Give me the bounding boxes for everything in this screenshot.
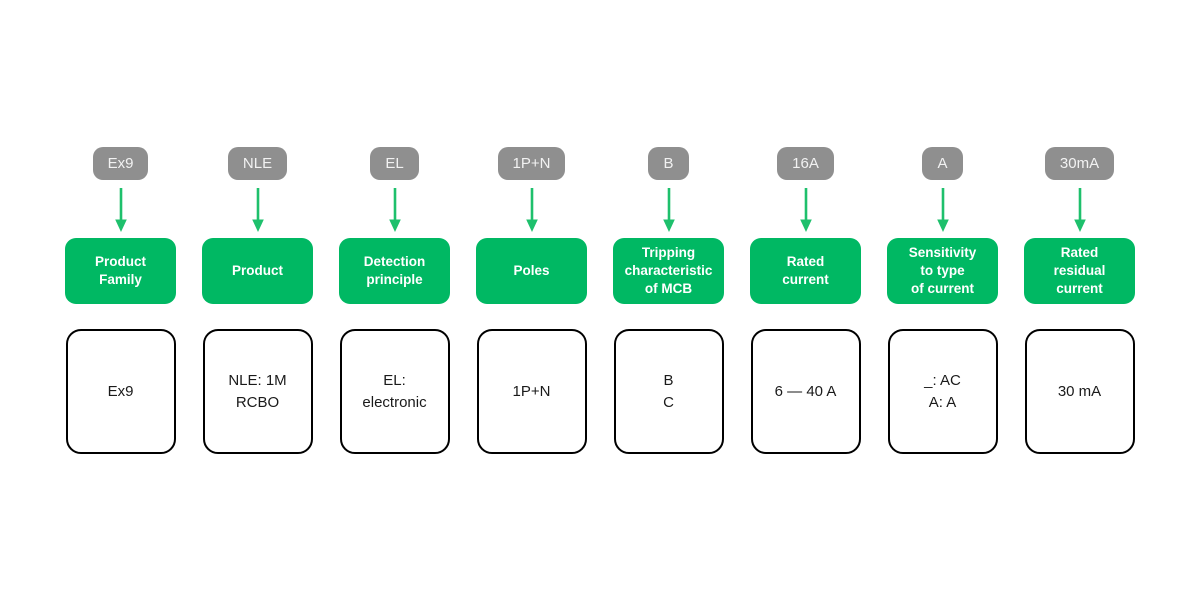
segment-values: 6 — 40 A bbox=[750, 329, 861, 454]
code-column-sensitivity: A Sensitivity to type of current _: AC A… bbox=[887, 147, 998, 600]
segment-label: Detection principle bbox=[339, 238, 450, 304]
code-column-detection-principle: EL Detection principle EL: electronic bbox=[339, 147, 450, 600]
code-column-poles: 1P+N Poles 1P+N bbox=[476, 147, 587, 600]
code-badge: EL bbox=[370, 147, 419, 180]
arrow-down-icon bbox=[113, 180, 129, 238]
code-column-rated-current: 16A Rated current 6 — 40 A bbox=[750, 147, 861, 600]
segment-label: Tripping characteristic of MCB bbox=[613, 238, 724, 304]
code-badge: 30mA bbox=[1044, 147, 1115, 180]
segment-values: _: AC A: A bbox=[887, 329, 998, 454]
code-badge: NLE bbox=[227, 147, 288, 180]
code-badge: A bbox=[922, 147, 963, 180]
code-column-product: NLE Product NLE: 1M RCBO bbox=[202, 147, 313, 600]
segment-label: Sensitivity to type of current bbox=[887, 238, 998, 304]
segment-values: 30 mA bbox=[1024, 329, 1135, 454]
segment-values: NLE: 1M RCBO bbox=[202, 329, 313, 454]
arrow-down-icon bbox=[798, 180, 814, 238]
arrow-down-icon bbox=[250, 180, 266, 238]
segment-values: 1P+N bbox=[476, 329, 587, 454]
code-column-rated-residual-current: 30mA Rated residual current 30 mA bbox=[1024, 147, 1135, 600]
arrow-down-icon bbox=[524, 180, 540, 238]
segment-values: Ex9 bbox=[65, 329, 176, 454]
segment-values: B C bbox=[613, 329, 724, 454]
code-column-tripping-characteristic: B Tripping characteristic of MCB B C bbox=[613, 147, 724, 600]
arrow-down-icon bbox=[935, 180, 951, 238]
segment-label: Product bbox=[202, 238, 313, 304]
code-badge: 1P+N bbox=[497, 147, 566, 180]
code-badge: B bbox=[648, 147, 689, 180]
arrow-down-icon bbox=[661, 180, 677, 238]
code-badge: Ex9 bbox=[92, 147, 149, 180]
segment-label: Product Family bbox=[65, 238, 176, 304]
code-badge: 16A bbox=[777, 147, 834, 180]
segment-label: Poles bbox=[476, 238, 587, 304]
arrow-down-icon bbox=[1072, 180, 1088, 238]
segment-label: Rated residual current bbox=[1024, 238, 1135, 304]
arrow-down-icon bbox=[387, 180, 403, 238]
segment-values: EL: electronic bbox=[339, 329, 450, 454]
code-column-product-family: Ex9 Product Family Ex9 bbox=[65, 147, 176, 600]
segment-label: Rated current bbox=[750, 238, 861, 304]
